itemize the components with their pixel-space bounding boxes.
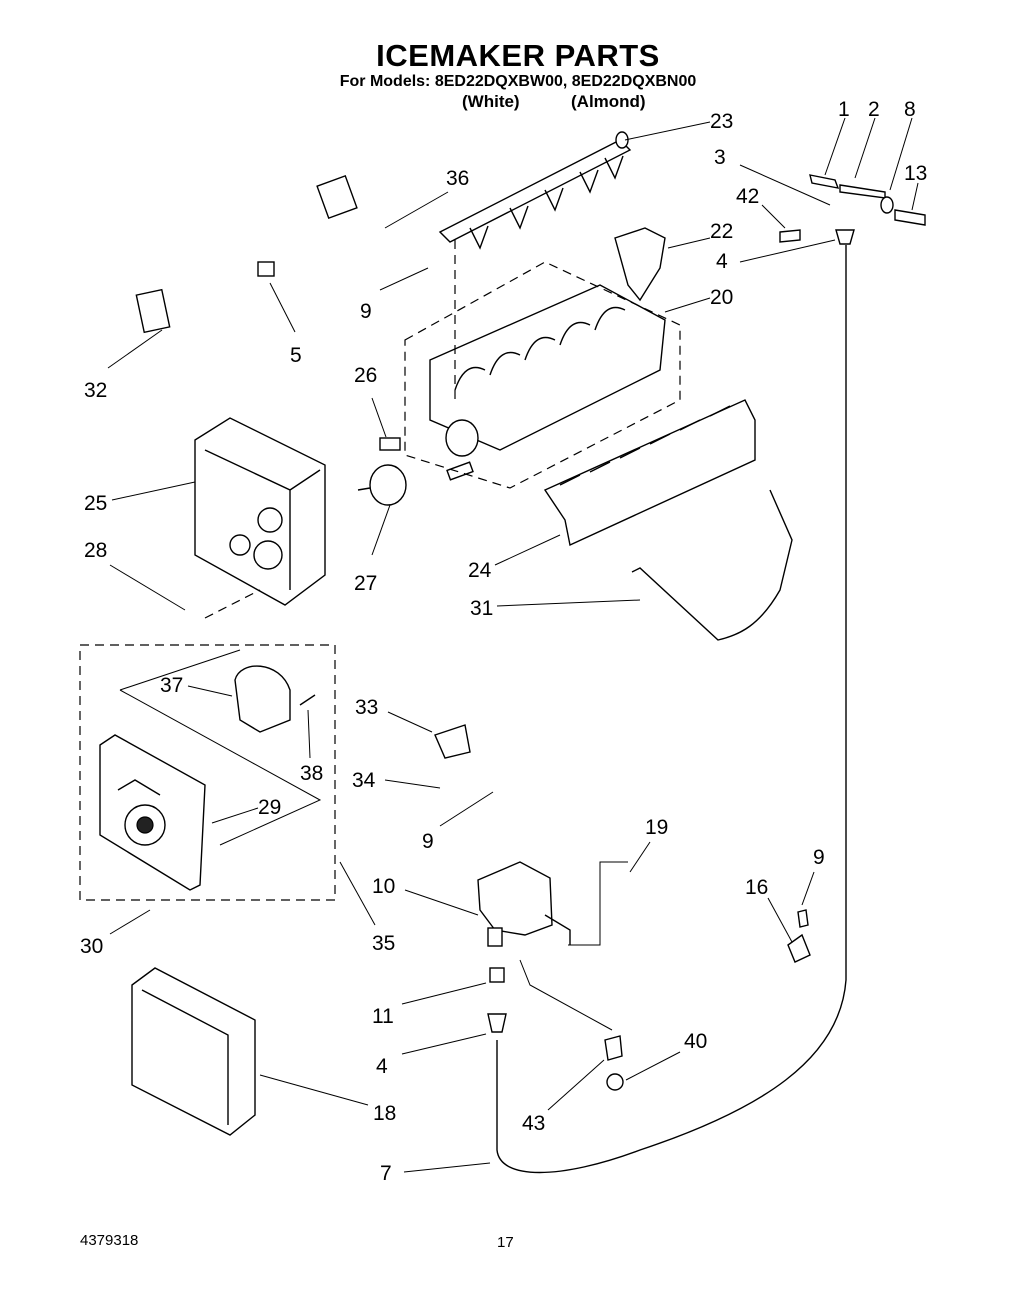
callout-40: 40 (684, 1030, 707, 1053)
callout-19: 19 (645, 816, 668, 839)
valve-bracket-line (568, 861, 628, 946)
motor-group-outline (79, 644, 336, 901)
callout-13: 13 (904, 162, 927, 185)
doc-number: 4379318 (80, 1232, 139, 1249)
callout-35: 35 (372, 932, 395, 955)
callout-28: 28 (84, 539, 107, 562)
callout-1: 1 (838, 98, 850, 121)
fitting-drawing (519, 959, 624, 1091)
callout-4-bottom: 4 (376, 1055, 388, 1078)
fill-tube-fittings-drawing (779, 174, 926, 243)
callout-43: 43 (522, 1112, 545, 1135)
callout-37: 37 (160, 674, 183, 697)
water-valve-drawing (477, 861, 571, 947)
callout-9-right: 9 (813, 846, 825, 869)
callout-3: 3 (714, 146, 726, 169)
callout-24: 24 (468, 559, 492, 582)
page-number: 17 (497, 1234, 514, 1251)
control-module-drawing (99, 734, 206, 891)
callout-10: 10 (372, 875, 395, 898)
inlet-tube-drawing (487, 229, 855, 1174)
callout-4-top: 4 (716, 250, 728, 273)
motor-group-lines (119, 649, 322, 846)
clamp-drawing (787, 933, 811, 963)
callout-31: 31 (470, 597, 493, 620)
wire-harness-drawing (135, 174, 358, 334)
callout-42: 42 (736, 185, 759, 208)
stripper-drawing (543, 399, 756, 547)
callout-22: 22 (710, 220, 733, 243)
housing-guide (204, 589, 261, 619)
leader-lines (107, 117, 919, 1173)
callout-30: 30 (80, 935, 103, 958)
callout-33: 33 (355, 696, 378, 719)
callout-11: 11 (372, 1005, 394, 1028)
callout-20: 20 (710, 286, 733, 309)
callout-26: 26 (354, 364, 377, 387)
callout-9-upper: 9 (360, 300, 372, 323)
housing-drawing (194, 417, 326, 606)
icemaker-mold-drawing (429, 284, 666, 481)
callout-32: 32 (84, 379, 107, 402)
callout-27: 27 (354, 572, 377, 595)
callout-9-middle: 9 (422, 830, 434, 853)
callout-7: 7 (380, 1162, 392, 1185)
variant-white: (White) (462, 92, 520, 111)
callout-18: 18 (373, 1102, 396, 1125)
bracket-drawing (434, 724, 471, 759)
callout-16: 16 (745, 876, 768, 899)
callout-2: 2 (868, 98, 880, 121)
callout-8: 8 (904, 98, 916, 121)
shutoff-arm-drawing (631, 489, 793, 641)
callout-5: 5 (290, 344, 302, 367)
models-line: For Models: 8ED22DQXBW00, 8ED22DQXBN00 (339, 73, 697, 90)
cover-drawing (131, 967, 256, 1136)
variant-almond: (Almond) (571, 92, 646, 111)
callout-29: 29 (258, 796, 281, 819)
ejector-assembly-drawing (438, 131, 632, 250)
page-title: ICEMAKER PARTS (376, 38, 660, 73)
callout-34: 34 (352, 769, 376, 792)
callout-36: 36 (446, 167, 469, 190)
fill-cup-drawing (614, 227, 666, 302)
motor-drawing (234, 665, 316, 733)
callout-38: 38 (300, 762, 323, 785)
clamp-screw-drawing (797, 909, 809, 928)
callout-25: 25 (84, 492, 107, 515)
thermostat-drawing (357, 437, 407, 506)
callout-23: 23 (710, 110, 733, 133)
